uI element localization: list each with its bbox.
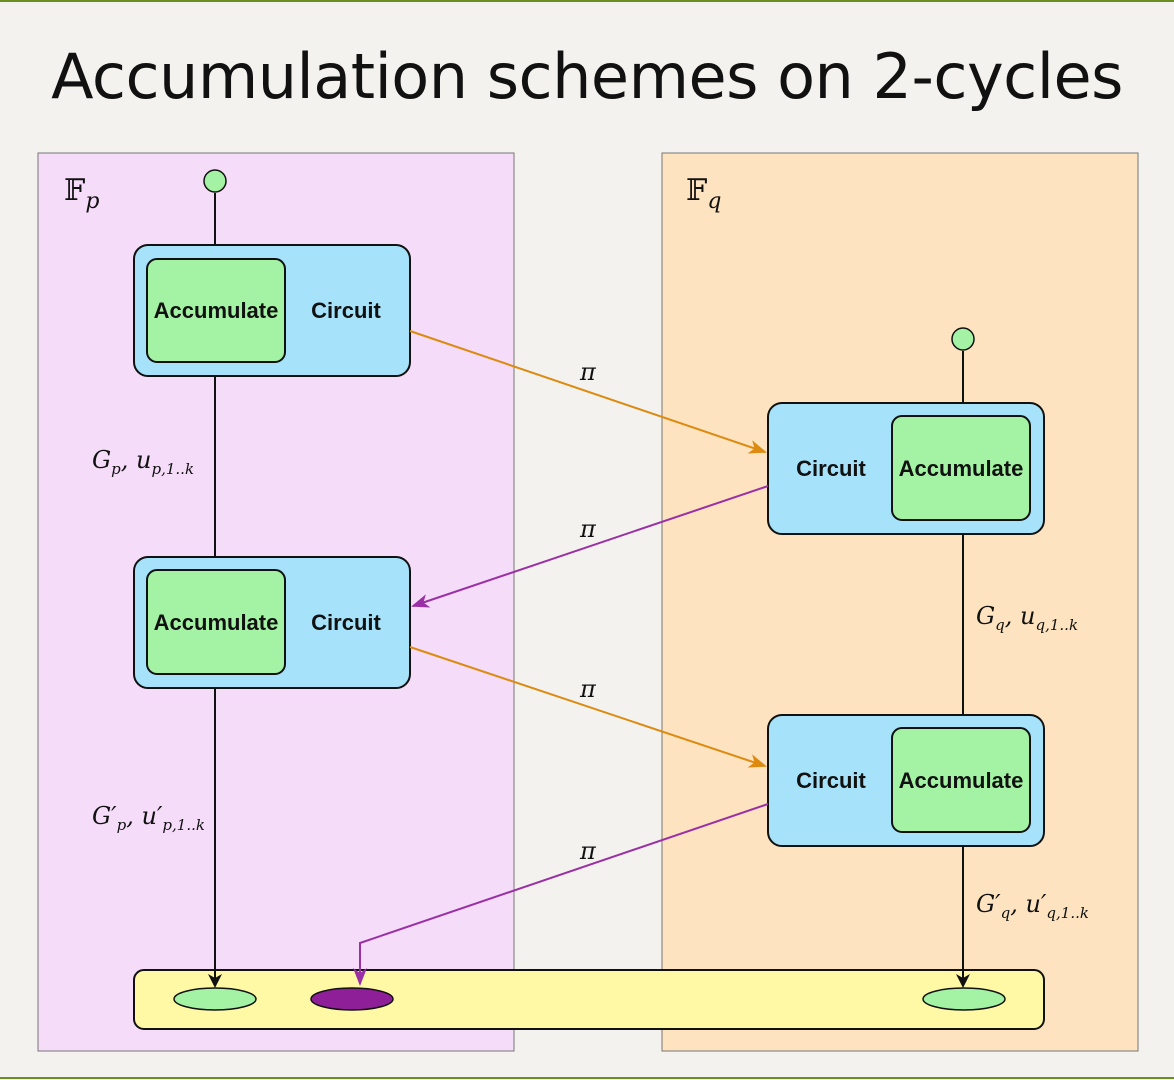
left-start-node — [203, 169, 227, 193]
accumulate-box — [146, 258, 286, 363]
top-border — [0, 0, 1174, 2]
output-node-right — [922, 987, 1006, 1011]
field-q-label: 𝔽q — [686, 173, 721, 214]
circuit-label: Circuit — [796, 456, 866, 481]
circuit-label: Circuit — [311, 298, 381, 323]
accumulate-box — [891, 727, 1031, 833]
right-block-2: Circuit Accumulate — [767, 714, 1045, 847]
accumulate-box — [891, 415, 1031, 521]
accumulate-label: Accumulate — [154, 298, 279, 323]
edge-label-left-low: G′p, u′p,1..k — [92, 802, 205, 834]
output-node-purple — [310, 987, 394, 1011]
edge-label-left-mid: Gp, up,1..k — [92, 446, 194, 478]
pi-label-3: π — [579, 675, 597, 703]
right-block-1: Circuit Accumulate — [767, 402, 1045, 535]
left-block-1: Accumulate Circuit — [133, 244, 411, 377]
pi-label-2: π — [579, 515, 597, 543]
pi-arrow-4 — [353, 803, 769, 986]
edge-label-right-low: G′q, u′q,1..k — [976, 890, 1089, 922]
accumulate-box — [146, 569, 286, 675]
output-node-left — [173, 987, 257, 1011]
pi-label-4: π — [579, 837, 597, 865]
page-title: Accumulation schemes on 2-cycles — [51, 40, 1123, 113]
bottom-border — [0, 1077, 1174, 1079]
accumulate-label: Accumulate — [154, 610, 279, 635]
output-bar — [133, 969, 1045, 1030]
accumulate-label: Accumulate — [899, 768, 1024, 793]
edge-label-right-mid: Gq, uq,1..k — [976, 602, 1078, 634]
circuit-label: Circuit — [311, 610, 381, 635]
pi-arrow-1 — [409, 330, 767, 454]
pi-arrow-3 — [409, 646, 767, 768]
pi-label-1: π — [579, 358, 597, 386]
pi-arrow-2 — [411, 485, 769, 608]
field-q-region — [661, 152, 1139, 1052]
circuit-label: Circuit — [796, 768, 866, 793]
right-start-node — [951, 327, 975, 351]
accumulate-label: Accumulate — [899, 456, 1024, 481]
field-p-label: 𝔽p — [64, 173, 99, 214]
left-block-2: Accumulate Circuit — [133, 556, 411, 689]
